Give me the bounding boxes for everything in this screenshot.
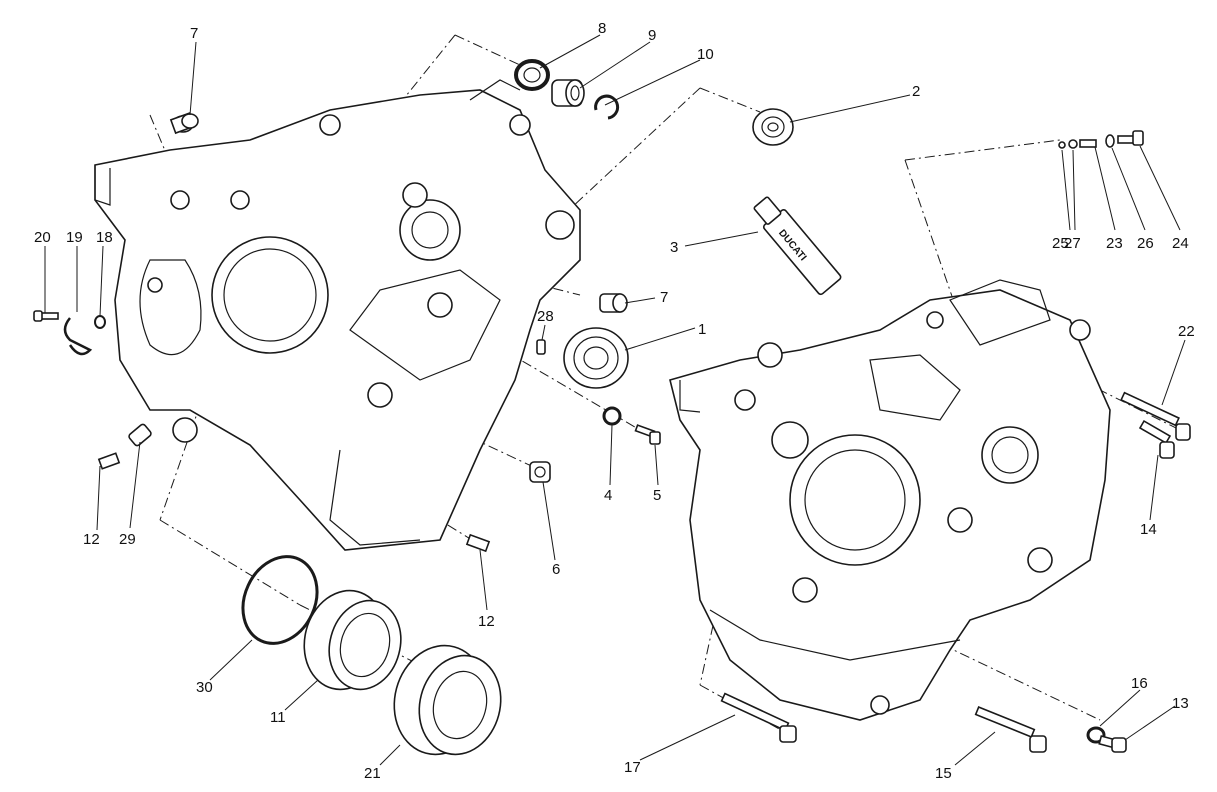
screw-icon	[634, 424, 661, 445]
callout-17: 17	[624, 759, 641, 776]
callout-14: 14	[1140, 521, 1157, 538]
callout-16: 16	[1131, 675, 1148, 692]
leader-lines	[44, 34, 1186, 766]
o-ring-icon	[94, 315, 106, 329]
stud-icon	[465, 533, 491, 553]
callout-30: 30	[196, 679, 213, 696]
roller-bearing-icon	[551, 79, 585, 107]
sleeve-icon	[128, 423, 152, 447]
bolt-icon	[720, 692, 797, 743]
callout-10: 10	[697, 46, 714, 63]
callout-19: 19	[66, 229, 83, 246]
callout-27: 27	[1064, 235, 1081, 252]
callout-28: 28	[537, 308, 554, 325]
callout-numbers: 7 8 9 10 2 3 7 1 28 20 19 18 25 27 23 26…	[34, 20, 1195, 782]
sealant-tube-icon: DUCATI	[753, 196, 842, 296]
dowel-pin-icon	[599, 293, 628, 313]
bushing-icon	[393, 644, 502, 756]
callout-21: 21	[364, 765, 381, 782]
left-crankcase-half	[94, 79, 581, 551]
callout-12a: 12	[83, 531, 100, 548]
callout-24: 24	[1172, 235, 1189, 252]
callout-1: 1	[698, 321, 706, 338]
dowel-pin-icon	[169, 112, 199, 135]
main-bearing-icon	[563, 327, 629, 389]
right-crankcase-half	[669, 279, 1111, 721]
large-bearing-icon	[303, 589, 402, 691]
callout-23: 23	[1106, 235, 1123, 252]
callout-4: 4	[604, 487, 612, 504]
bolt-icon	[1120, 391, 1191, 441]
callout-2: 2	[912, 83, 920, 100]
callout-20: 20	[34, 229, 51, 246]
callout-11: 11	[270, 709, 286, 726]
stud-icon	[97, 452, 121, 470]
callout-12b: 12	[478, 613, 495, 630]
callout-7b: 7	[660, 289, 668, 306]
callout-6: 6	[552, 561, 560, 578]
callout-26: 26	[1137, 235, 1154, 252]
screw-icon	[33, 310, 59, 322]
plug-icon	[529, 461, 551, 483]
callout-5: 5	[653, 487, 661, 504]
callout-9: 9	[648, 27, 656, 44]
wire-clip-icon	[63, 317, 93, 356]
callout-13: 13	[1172, 695, 1189, 712]
callout-25: 25	[1052, 235, 1069, 252]
ball-bearing-icon	[752, 108, 794, 146]
callout-29: 29	[119, 531, 136, 548]
bolt-icon	[1138, 419, 1175, 459]
callout-3: 3	[670, 239, 678, 256]
screw-set-icon	[1058, 130, 1144, 149]
callout-15: 15	[935, 765, 952, 782]
callout-8: 8	[598, 20, 606, 37]
small-pin-icon	[536, 339, 546, 355]
bolt-icon	[974, 706, 1047, 753]
callout-22: 22	[1178, 323, 1195, 340]
callout-18: 18	[96, 229, 113, 246]
washer-icon	[602, 406, 622, 426]
oil-seal-icon	[514, 59, 550, 91]
snap-ring-icon	[594, 94, 620, 120]
callout-7a: 7	[190, 25, 198, 42]
small-parts: DUCATI	[33, 59, 1191, 756]
screw-icon	[1098, 735, 1127, 753]
